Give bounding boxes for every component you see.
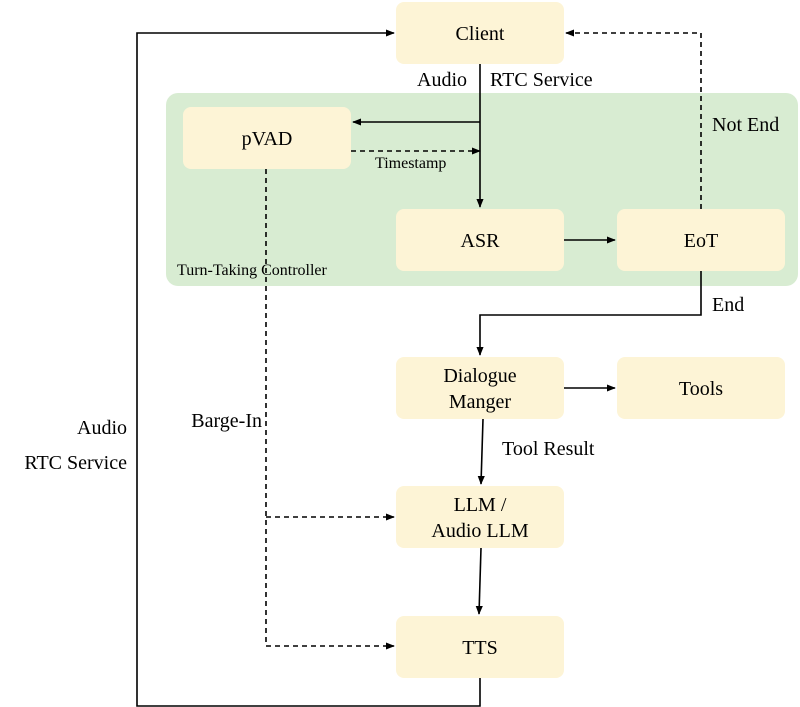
rtc-service-label-top: RTC Service <box>490 69 593 91</box>
eot-label: EoT <box>684 230 718 252</box>
client-label: Client <box>456 23 505 45</box>
eot-node: EoT <box>617 209 785 271</box>
not-end-label: Not End <box>712 114 779 136</box>
rtc-service-label-left: RTC Service <box>24 452 127 474</box>
end-label: End <box>712 294 744 316</box>
asr-label: ASR <box>461 230 501 252</box>
llm-label-line1: LLM / <box>454 494 507 516</box>
barge-in-label: Barge-In <box>191 410 262 432</box>
llm-label-line2: Audio LLM <box>431 520 528 542</box>
llm-to-tts-arrow <box>475 547 483 615</box>
region-label: Turn-Taking Controller <box>177 262 328 279</box>
tts-label: TTS <box>462 637 498 659</box>
timestamp-label: Timestamp <box>375 155 446 172</box>
asr-node: ASR <box>396 209 564 271</box>
tool-result-label: Tool Result <box>502 438 595 460</box>
eot-not-end-to-client-arrow <box>565 29 702 209</box>
tts-node: TTS <box>396 616 564 678</box>
dialogue-manager-label-line2: Manger <box>449 391 512 413</box>
dialogue-manager-node: Dialogue Manger <box>396 357 564 419</box>
dialogue-manager-label-line1: Dialogue <box>443 365 516 387</box>
pvad-label: pVAD <box>242 128 293 150</box>
tools-node: Tools <box>617 357 785 419</box>
client-node: Client <box>396 2 564 64</box>
pvad-node: pVAD <box>183 107 351 169</box>
eot-end-to-dialogue-arrow <box>476 271 702 356</box>
dialogue-to-llm-arrow <box>477 418 485 485</box>
tools-label: Tools <box>679 378 723 400</box>
tts-to-client-arrow <box>136 29 481 707</box>
audio-label-left: Audio <box>77 417 127 439</box>
audio-label-top: Audio <box>417 69 467 91</box>
llm-node: LLM / Audio LLM <box>396 486 564 548</box>
